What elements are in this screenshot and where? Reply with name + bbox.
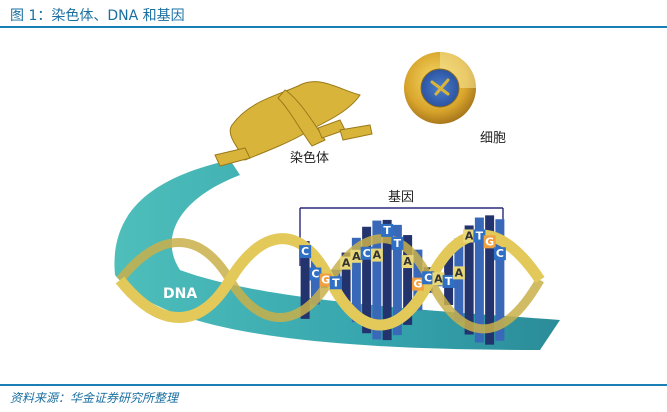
base-letter-bg: [452, 266, 465, 280]
base-letter-bg: [463, 229, 476, 243]
base-letter-bg: [483, 235, 496, 249]
base-letter: G: [485, 235, 494, 248]
gene-label: 基因: [388, 190, 414, 205]
base-letter: C: [496, 247, 504, 260]
base-pair-rung: [485, 215, 495, 345]
base-letter-bg: [381, 223, 394, 237]
base-letter-bg: [340, 256, 353, 270]
base-letter: T: [383, 224, 391, 237]
base-letter: A: [465, 229, 474, 242]
base-pair-rung: [362, 226, 372, 334]
base-pair-rung: [495, 219, 505, 341]
base-letter-bg: [391, 236, 404, 250]
base-letter-bg: [473, 229, 486, 243]
base-letter-bg: [360, 246, 373, 260]
base-letter: G: [321, 274, 330, 287]
cell-label: 细胞: [480, 131, 506, 146]
ribbon-band: [114, 160, 561, 350]
base-letter: C: [424, 271, 432, 284]
base-letter: C: [301, 245, 309, 258]
base-pair-rung: [454, 238, 464, 322]
base-letter: A: [455, 266, 464, 279]
base-pair-rung: [474, 217, 484, 343]
base-letter-bg: [401, 255, 414, 269]
base-letter-bg: [350, 249, 363, 263]
base-pair-rung: [464, 225, 474, 335]
base-letter-bg: [319, 273, 332, 287]
footer-divider: [0, 384, 667, 386]
base-letter-bg: [299, 245, 312, 259]
base-letter-bg: [493, 247, 506, 261]
chromosome-icon: [214, 81, 373, 167]
base-letter: A: [352, 250, 361, 263]
base-letter: A: [403, 255, 412, 268]
base-letter: C: [311, 268, 319, 281]
base-letter: A: [373, 249, 382, 262]
base-letter-bg: [442, 274, 455, 288]
base-letter: A: [342, 257, 351, 270]
base-pair-rung: [351, 237, 361, 323]
base-pair-rung: [392, 224, 402, 336]
figure-title: 图 1：染色体、DNA 和基因: [10, 8, 185, 24]
base-letter-bg: [422, 271, 435, 285]
base-letter: C: [363, 247, 371, 260]
cell-icon: [404, 52, 476, 124]
base-pair-rung: [300, 241, 310, 319]
title-divider: [0, 26, 667, 28]
base-letter-bg: [411, 277, 424, 291]
base-letter: T: [332, 276, 340, 289]
source-note: 资料来源：华金证券研究所整理: [10, 391, 179, 405]
base-letter: T: [394, 237, 402, 250]
base-pair-rung: [403, 235, 413, 325]
base-letter-bg: [370, 248, 383, 262]
base-pair-rung: [372, 220, 382, 340]
base-letter: T: [445, 275, 453, 288]
chromosome-label: 染色体: [290, 150, 329, 166]
base-letter-bg: [432, 272, 445, 286]
base-pair-rung: [382, 219, 392, 341]
base-letter-bg: [329, 276, 342, 290]
base-letter: A: [434, 272, 443, 285]
base-letter: T: [476, 230, 484, 243]
dna-label: DNA: [163, 286, 197, 302]
base-letter-bg: [309, 267, 322, 281]
base-pair-rung: [341, 252, 351, 308]
base-letter: G: [413, 278, 422, 291]
